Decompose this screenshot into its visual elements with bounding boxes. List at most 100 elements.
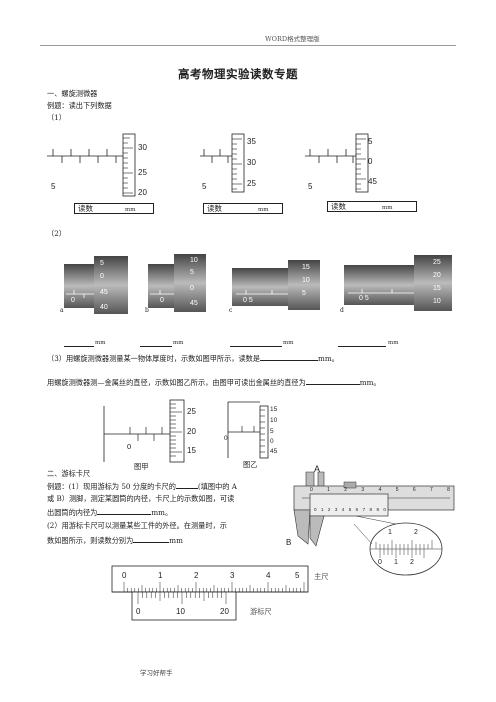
answer-blank-a[interactable] (64, 340, 94, 347)
photo-main-label: 0 5 (243, 297, 253, 304)
vernier-digit: 3 (334, 507, 338, 512)
thimble-tick: 25 (247, 179, 256, 188)
thimble-tick: 30 (138, 143, 147, 152)
page-header: WORD格式整理版 (265, 35, 320, 43)
figure-jia-tick: 15 (187, 446, 196, 455)
vernier-scale-drawing (111, 565, 309, 621)
line3-text: 出圆筒的内径为 (47, 508, 98, 517)
photo-letter: d (340, 307, 344, 314)
answer-blank-b[interactable] (140, 340, 172, 347)
photo-tick: 10 (190, 257, 198, 264)
vernier-caliper-diagram: A B 0 1 2 3 4 5 6 7 8 0 1 2 3 4 5 6 7 8 … (284, 464, 455, 584)
question-3-text: （3）用螺旋测微器测量某一物体厚度时，示数如图甲所示，读数是 (47, 354, 261, 363)
question-4: 用螺旋测微器测—金属丝的直径，示数如图乙所示，由图甲可读出金属丝的直径为 mm。 (47, 377, 381, 388)
line5-unit: mm (169, 536, 183, 545)
answer-blank-reading[interactable] (133, 535, 170, 543)
photo-tick: 15 (433, 285, 441, 292)
thimble-tick: 5 (368, 137, 373, 146)
photo-drawing-a (64, 256, 128, 314)
part1-label: （1） (47, 113, 66, 122)
answer-blank-q4[interactable] (305, 377, 360, 385)
unit-label: mm (95, 340, 106, 346)
answer-blank-ab[interactable] (175, 481, 198, 489)
vernier-digit: 7 (362, 507, 366, 512)
vernier-digit: 9 (376, 507, 379, 512)
main-digit: 6 (412, 487, 416, 493)
question-3: （3）用螺旋测微器测量某一物体厚度时，示数如图甲所示，读数是 mm。 (47, 353, 339, 364)
reading-box-1[interactable]: 读数 mm (74, 203, 154, 214)
photo-tick: 45 (190, 300, 198, 307)
micrometer-diagram-1: 5 30 25 20 (47, 133, 167, 199)
photo-tick: 5 (302, 290, 306, 297)
thimble-tick: 30 (247, 158, 256, 167)
reading-box-3[interactable]: 读数 mm (327, 201, 417, 212)
main-digit: 3 (361, 487, 365, 493)
reading-label: 读数 (331, 202, 346, 211)
figure-yi-tick: 5 (270, 428, 274, 435)
scale-main-digit: 5 (295, 571, 300, 580)
micrometer-photo-c: 0 5 15 10 5 (232, 260, 320, 310)
photo-tick: 15 (302, 264, 310, 271)
photo-tick: 25 (433, 259, 441, 266)
answer-blank-c[interactable] (230, 340, 282, 347)
vernier-digit: 0 (383, 507, 386, 512)
micrometer-drawing-3 (305, 133, 369, 193)
caliper-vernier-digits: 0 1 2 3 4 5 6 7 8 9 0 (314, 507, 386, 515)
line1b-text: (填图中的 A (197, 482, 237, 491)
main-scale-label: 5 (308, 182, 313, 191)
section2-heading: 二、游标卡尺 (47, 469, 91, 478)
unit-label: mm (173, 340, 184, 346)
line1-text: 例题：(1）现用游标为 50 分度的卡尺的 (47, 482, 176, 491)
scale-vernier-digit: 10 (176, 607, 185, 616)
figure-yi-tick: 15 (270, 406, 278, 413)
photo-tick: 10 (302, 277, 310, 284)
section2-line3: 出圆筒的内径为 mm。 (47, 507, 172, 518)
thimble-tick: 35 (247, 137, 256, 146)
zoom-vernier-digit: 1 (394, 559, 398, 566)
main-digit: 4 (378, 487, 382, 493)
thimble-tick: 0 (368, 157, 373, 166)
vernier-digit: 5 (348, 507, 352, 512)
photo-main-label: 0 (71, 297, 75, 304)
vernier-digit: 1 (320, 507, 324, 512)
unit-label: mm (283, 340, 294, 346)
reading-unit: mm (258, 207, 269, 213)
photo-main-label: 0 (160, 297, 164, 304)
main-digit: 2 (344, 487, 348, 493)
micrometer-photo-a: 0 5 0 45 40 (64, 254, 128, 314)
photo-tick: 5 (100, 260, 104, 267)
photo-drawing-c (232, 260, 320, 310)
answer-blank-diameter[interactable] (97, 507, 152, 515)
photo-letter: b (145, 307, 149, 314)
unit-label: mm (388, 340, 399, 346)
thimble-tick: 45 (368, 177, 377, 186)
question-4-text: 用螺旋测微器测—金属丝的直径，示数如图乙所示，由图甲可读出金属丝的直径为 (47, 378, 306, 387)
question-3-unit: mm。 (318, 354, 339, 363)
figure-yi-tick: 10 (270, 417, 278, 424)
page-footer: 学习好帮手 (140, 669, 173, 677)
figure-jia-main-label: 0 (127, 442, 132, 451)
micrometer-diagram-3: 5 5 0 45 (305, 133, 425, 199)
vernier-scale-diagram: 0 1 2 3 4 5 0 10 20 (111, 565, 312, 622)
figure-jia-tick: 25 (187, 407, 196, 416)
answer-blank-q3[interactable] (260, 353, 319, 361)
reading-label: 读数 (207, 204, 222, 213)
thimble-tick: 20 (138, 188, 147, 197)
figure-yi: 0 15 10 5 0 45 (224, 401, 294, 460)
reading-unit: mm (125, 207, 136, 213)
main-digit: 0 (310, 487, 313, 493)
zoom-main-digit: 2 (414, 529, 418, 536)
zoom-main-digit: 1 (388, 529, 392, 536)
answer-blank-d[interactable] (338, 340, 386, 347)
photo-tick: 0 (100, 273, 104, 280)
reading-box-2[interactable]: 读数 mm (203, 203, 283, 214)
caliper-main-digits: 0 1 2 3 4 5 6 7 8 (310, 487, 450, 496)
photo-drawing-b (148, 254, 206, 312)
photo-drawing-d (344, 255, 452, 311)
question-4-unit: mm。 (359, 378, 381, 387)
vernier-digit: 8 (369, 507, 373, 512)
photo-letter: c (229, 307, 233, 314)
vernier-digit: 2 (327, 507, 331, 512)
line3-unit: mm。 (151, 508, 173, 517)
